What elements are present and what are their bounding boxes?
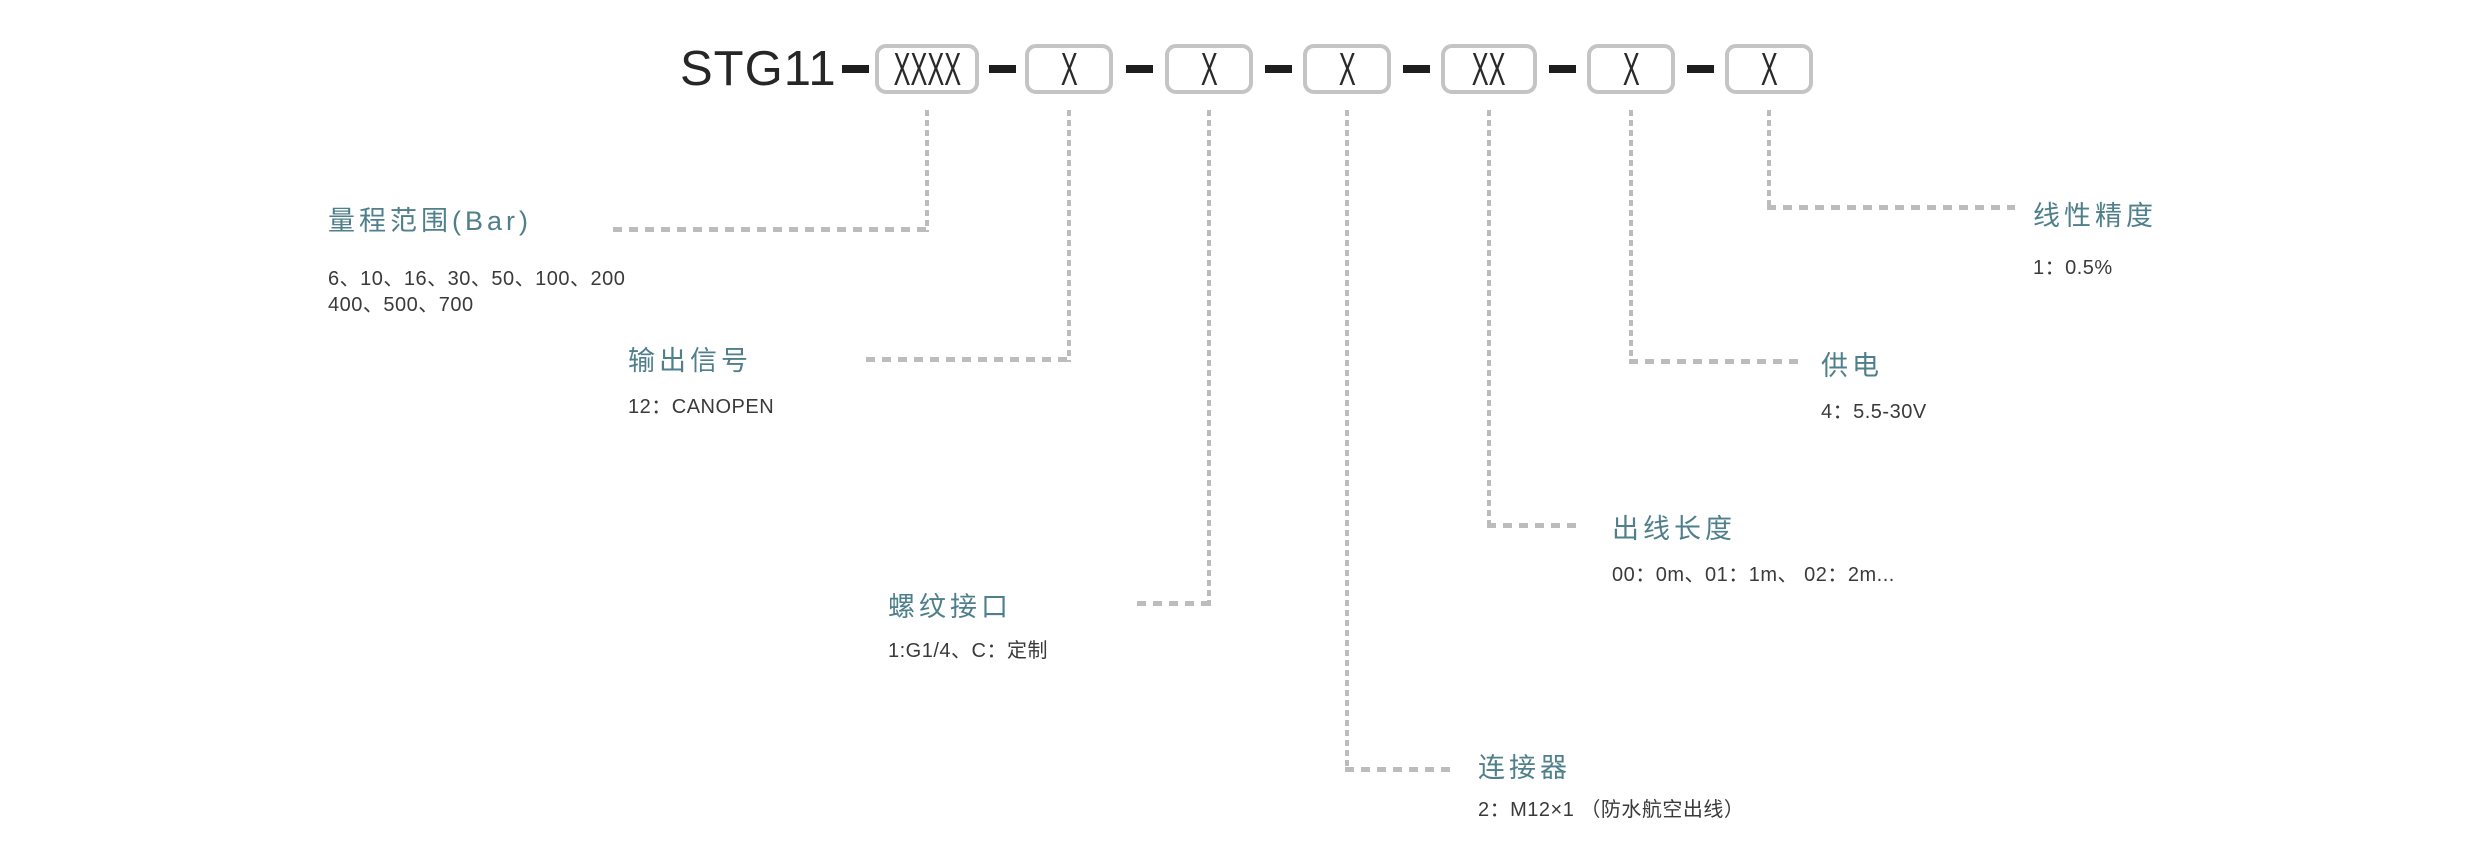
dash-separator (842, 65, 869, 73)
field-accuracy-label: 线性精度 (2033, 201, 2157, 231)
connector-hline-thread (1137, 601, 1211, 606)
field-range-value-line2: 400、500、700 (328, 294, 474, 316)
connector-hline-cable-length (1487, 523, 1583, 528)
connector-vline-output-signal (1067, 110, 1071, 362)
connector-hline-output-signal (866, 357, 1071, 362)
code-box-cable-length-text: XX (1472, 43, 1506, 95)
connector-vline-range (925, 110, 929, 232)
connector-vline-thread (1207, 110, 1211, 606)
code-box-connector-text: X (1338, 43, 1356, 95)
connector-vline-cable-length (1487, 110, 1491, 528)
field-range: 量程范围(Bar) 6、10、16、30、50、100、200 400、500、… (328, 206, 625, 318)
connector-vline-accuracy (1767, 110, 1771, 210)
dash-separator (1265, 65, 1292, 73)
code-box-thread-text: X (1200, 43, 1218, 95)
dash-separator (1687, 65, 1714, 73)
dash-separator (989, 65, 1016, 73)
code-box-output-signal: X (1025, 43, 1113, 95)
dash-separator (1549, 65, 1576, 73)
field-range-label: 量程范围(Bar) (328, 206, 532, 236)
connector-hline-range (613, 227, 929, 232)
code-box-output-signal-text: X (1060, 43, 1078, 95)
field-thread-label: 螺纹接口 (888, 592, 1012, 622)
code-box-range-text: XXXX (893, 43, 961, 95)
model-prefix: STG11 (680, 42, 837, 96)
field-power-supply-value: 4：5.5-30V (1821, 401, 1927, 423)
code-box-range: XXXX (875, 43, 979, 95)
connector-vline-connector (1345, 110, 1349, 772)
code-box-power-supply: X (1587, 43, 1675, 95)
field-output-signal-value: 12：CANOPEN (628, 396, 775, 418)
field-thread-value: 1:G1/4、C：定制 (888, 640, 1048, 662)
field-output-signal-label: 输出信号 (628, 346, 752, 376)
field-cable-length: 出线长度 00：0m、01：1m、 02：2m... (1612, 514, 1895, 588)
connector-vline-power-supply (1629, 110, 1633, 364)
connector-hline-connector (1345, 767, 1455, 772)
code-box-cable-length: XX (1441, 43, 1537, 95)
dash-separator (1403, 65, 1430, 73)
code-box-accuracy: X (1725, 43, 1813, 95)
field-power-supply: 供电 4：5.5-30V (1821, 351, 1927, 425)
field-accuracy-value: 1：0.5% (2033, 257, 2113, 279)
field-power-supply-label: 供电 (1821, 351, 1883, 381)
field-connector: 连接器 2：M12×1 （防水航空出线） (1478, 753, 1744, 823)
field-thread: 螺纹接口 1:G1/4、C：定制 (888, 592, 1048, 664)
code-box-accuracy-text: X (1760, 43, 1778, 95)
field-connector-label: 连接器 (1478, 753, 1571, 783)
field-range-value-line1: 6、10、16、30、50、100、200 (328, 268, 626, 290)
connector-hline-accuracy (1767, 205, 2015, 210)
field-connector-value: 2：M12×1 （防水航空出线） (1478, 799, 1745, 821)
code-box-power-supply-text: X (1622, 43, 1640, 95)
field-cable-length-value: 00：0m、01：1m、 02：2m... (1612, 564, 1895, 586)
dash-separator (1126, 65, 1153, 73)
field-output-signal: 输出信号 12：CANOPEN (628, 346, 774, 420)
field-accuracy: 线性精度 1：0.5% (2033, 201, 2157, 281)
connector-hline-power-supply (1629, 359, 1805, 364)
field-cable-length-label: 出线长度 (1612, 514, 1736, 544)
code-box-connector: X (1303, 43, 1391, 95)
code-box-thread: X (1165, 43, 1253, 95)
